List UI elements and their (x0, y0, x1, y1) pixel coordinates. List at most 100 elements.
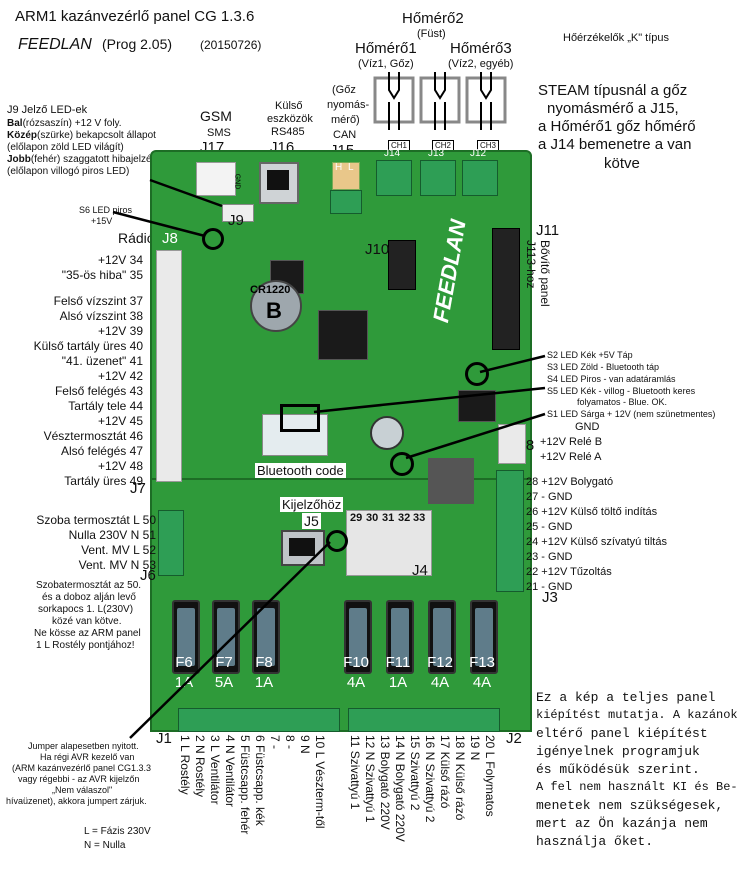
driver-chip (428, 458, 474, 504)
battery-b-label: B (266, 298, 282, 323)
j4-pin-31: 31 (382, 512, 395, 524)
fuse-f11 (386, 600, 414, 674)
page-title: ARM1 kazánvezérlő panel CG 1.3.6 (15, 8, 255, 25)
j5-label-2: J5 (302, 513, 321, 529)
cr1220-label: CR1220 (250, 284, 291, 296)
left-pin-35: "35-ös hiba" 35 (61, 268, 143, 282)
left-pin-49: Tartály üres 49 (64, 474, 143, 488)
ext-1: Külső (275, 100, 303, 112)
steam-sensor-1: (Gőz (332, 84, 356, 96)
j15-h: H (335, 162, 343, 173)
steam-note-1: STEAM típusnál a gőz (538, 82, 688, 99)
j9-mid-bold: Közép (7, 130, 37, 141)
sms-label: SMS (207, 127, 231, 139)
fuse-f11-body (391, 608, 409, 666)
j9-title: J9 Jelző LED-ek (7, 104, 88, 116)
j12-terminal (462, 160, 498, 196)
j3-terminal (496, 470, 524, 592)
program-version: (Prog 2.05) (102, 36, 173, 52)
fuse-f13 (470, 600, 498, 674)
fuse-f13-id: F13 (469, 654, 495, 671)
fuse-f12-id: F12 (427, 654, 453, 671)
fuse-f10-body (349, 608, 367, 666)
brand-title: FEEDLAN (18, 36, 92, 53)
s1-marker-circle (390, 452, 414, 476)
can-label: CAN (333, 129, 357, 141)
steam-sensor-2: nyomás- (327, 99, 370, 111)
radio-label: Rádió (118, 230, 155, 246)
szoba-note-1: Szobatermosztát az 50. (36, 580, 142, 591)
legend-n: N = Nulla (84, 840, 126, 851)
fuse-f7 (212, 600, 240, 674)
szoba-note-4: közé van kötve. (52, 616, 122, 627)
j3-pin-24: 24 +12V Külső szívatyú tiltás (526, 536, 667, 548)
j3-pin-23: 23 - GND (526, 551, 573, 563)
full-note-2: kiépítést mutatja. A kazánok (536, 708, 738, 722)
j4-block (346, 510, 432, 576)
jumper-note-5: „Nem válaszol" (52, 785, 113, 795)
j3-pin-21: 21 - GND (526, 581, 573, 593)
full-note-4: igényelnek programjuk (536, 744, 700, 759)
fuse-f6 (172, 600, 200, 674)
j11-label: J11 (536, 222, 560, 239)
j9-right-text: (fehér) szaggatott hibajelzés (30, 154, 157, 165)
j3-pin-28: 28 +12V Bolygató (526, 476, 614, 488)
rj45-j5-socket (289, 538, 315, 556)
j10-label: J10 (365, 241, 390, 258)
full-note-6: A fel nem használt KI és Be- (536, 780, 738, 794)
left-pin-42: +12V 42 (97, 369, 143, 383)
fuse-f8-id: F8 (255, 654, 273, 671)
left-pin-34: +12V 34 (97, 253, 143, 267)
jumper-note-4: vagy régebbi - az AVR kijelzőn (18, 774, 140, 784)
left-pin-44: Tartály tele 44 (68, 399, 143, 413)
full-note-5: és működésük szerint. (536, 762, 700, 777)
fuse-f12-amp: 4A (430, 674, 450, 691)
left-pin-39: +12V 39 (97, 324, 143, 338)
rj45-j16-port (267, 170, 289, 190)
j5-label-1: Kijelzőhöz (280, 497, 344, 512)
sensor2-sub: (Füst) (417, 28, 446, 40)
szoba-note-3: sorkapocs 1. L(230V) (38, 604, 134, 615)
sensor-type-note: Hőérzékelők „K" típus (563, 32, 670, 44)
led-s2: S2 LED Kék +5V Táp (547, 350, 633, 360)
fuse-f7-amp: 5A (214, 674, 234, 691)
j3-pin-26: 26 +12V Külső töltő indítás (526, 506, 658, 518)
gsm-label: GSM (200, 108, 232, 124)
left-pin-40: Külső tartály üres 40 (33, 339, 143, 353)
j6-terminal (158, 510, 184, 576)
j18-gnd: GND (575, 421, 600, 433)
j6-pin-50: Szoba termosztát L 50 (36, 513, 156, 527)
j9-right: Jobb(fehér) szaggatott hibajelzés (7, 154, 157, 165)
fuse-f12-body (433, 608, 451, 666)
j1-label: J1 (156, 730, 172, 747)
fuse-f7-body (217, 608, 235, 666)
j10-header (388, 240, 416, 290)
j9-marker-circle (202, 228, 224, 250)
szoba-note-2: és a doboz alján levő (42, 592, 136, 603)
j9-connector (222, 204, 254, 222)
program-date: (20150726) (200, 38, 262, 52)
s6-note-1: S6 LED piros (79, 205, 133, 215)
j4-pin-32: 32 (398, 512, 411, 524)
fuse-f10-id: F10 (343, 654, 369, 671)
j3-pin-25: 25 - GND (526, 521, 573, 533)
left-pin-43: Felső felégés 43 (54, 384, 143, 398)
led-s3: S3 LED Zöld - Bluetooth táp (547, 362, 660, 372)
j6-pin-51: Nulla 230V N 51 (68, 528, 156, 542)
fuse-f8-amp: 1A (254, 674, 274, 691)
j9-right-bold: Jobb (7, 154, 31, 165)
j6-pin-52: Vent. MV L 52 (81, 543, 156, 557)
sensor-boxes (373, 72, 513, 130)
j4-pin-29: 29 (350, 512, 363, 524)
j1-terminal (178, 708, 340, 732)
j15-connector (332, 162, 360, 190)
j13-label: J13 (428, 148, 445, 159)
left-pin-47: Alsó felégés 47 (60, 444, 143, 458)
fuse-f8 (252, 600, 280, 674)
jumper-note-1: Jumper alapesetben nyitott. (28, 741, 139, 751)
j4-pin-30: 30 (366, 512, 379, 524)
fuse-f6-id: F6 (175, 654, 193, 671)
fuse-f13-body (475, 608, 493, 666)
j7-header (156, 250, 182, 482)
j14-label: J14 (384, 148, 401, 159)
